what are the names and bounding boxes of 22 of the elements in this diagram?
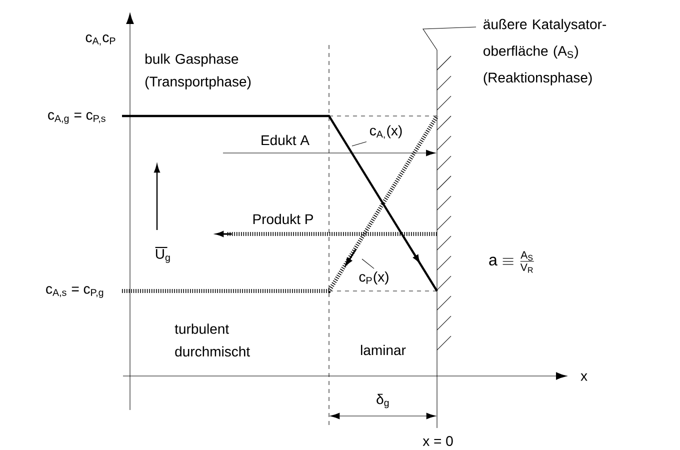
- axis-label: x: [580, 373, 588, 381]
- velocity-label: U$_{g}$: [155, 246, 170, 263]
- hatched-wall: [436, 50, 452, 428]
- callout-text: c$_{A,}$(x): [370, 125, 402, 139]
- arrow: [216, 231, 437, 237]
- region-label: bulk Gasphase (Transportphase): [145, 54, 251, 90]
- dimension-label: δ$_{g}$: [376, 394, 389, 408]
- region-label: turbulent durchmischt: [174, 324, 250, 357]
- callout-text: äußere Katalysator-oberfläche (A$_{S}$) (Reaktionsphase): [484, 18, 606, 86]
- value-label: c$_{A,s}$ = c$_{P,g}$: [46, 286, 104, 298]
- leader-line: [422, 26, 476, 50]
- leader-line: [362, 258, 374, 269]
- axis-label: c$_{A,}$c$_{P}$: [86, 34, 116, 46]
- callout-text: c$_{P}$(x): [359, 271, 388, 285]
- edge-label: Produkt P: [250, 212, 316, 226]
- edge-label: Edukt A: [259, 134, 311, 146]
- position-label: x = 0: [422, 436, 453, 446]
- arrow: [222, 150, 436, 156]
- value-label: c$_{A,g}$ = c$_{P,s}$: [48, 112, 106, 124]
- region-label: laminar: [361, 344, 406, 356]
- formula: $\mathrm{a} \equiv \frac{\mathrm{A}_{\mathrm{S}}}{\mathrm{V}_{\mathrm{R}}}$: [489, 251, 534, 273]
- leader-line: [352, 141, 367, 146]
